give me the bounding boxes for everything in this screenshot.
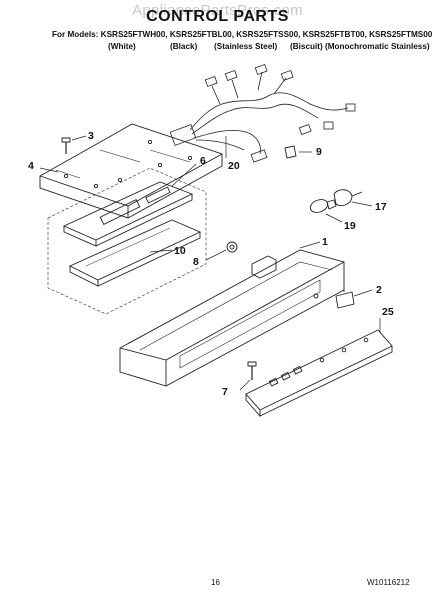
callout-8: 8: [193, 256, 199, 268]
callout-20: 20: [228, 160, 240, 172]
part-3-screw: [61, 137, 71, 154]
exploded-boundary: [47, 167, 207, 315]
callout-4: 4: [28, 160, 34, 172]
part-17-socket: [333, 189, 363, 207]
color-stainless: (Stainless Steel): [214, 42, 278, 51]
callout-1: 1: [322, 236, 328, 248]
part-20-wire-harness: [169, 63, 356, 163]
color-monochromatic: (Monochromatic Stainless): [325, 42, 430, 51]
page-number: 16: [211, 578, 220, 587]
callout-10: 10: [174, 245, 186, 257]
part-10-board: [68, 219, 202, 287]
callout-19: 19: [344, 220, 356, 232]
callout-17: 17: [375, 201, 387, 213]
document-code: W10116212: [367, 578, 410, 587]
color-white: (White): [108, 42, 136, 51]
color-black: (Black): [170, 42, 198, 51]
callout-2: 2: [376, 284, 382, 296]
part-6-board: [62, 181, 194, 247]
models-line: For Models: KSRS25FTWH00, KSRS25FTBL00, …: [52, 30, 433, 39]
callout-6: 6: [200, 155, 206, 167]
part-4-plate: [39, 123, 223, 219]
part-25-overlay: [245, 329, 393, 418]
part-7-screw: [247, 361, 257, 380]
callout-9: 9: [316, 146, 322, 158]
part-2-switch: [335, 286, 355, 309]
callout-25: 25: [382, 306, 394, 318]
watermark: AppliancePartsPros.com: [132, 2, 303, 19]
callout-3: 3: [88, 130, 94, 142]
color-biscuit: (Biscuit): [290, 42, 323, 51]
page-title: CONTROL PARTS: [146, 8, 289, 25]
part-19-bulb: [309, 199, 337, 213]
callout-7: 7: [222, 386, 228, 398]
leader-lines: [39, 135, 381, 391]
part-9-clip: [284, 145, 297, 159]
part-1-housing: [119, 249, 345, 387]
part-8-bushing: [226, 241, 238, 253]
